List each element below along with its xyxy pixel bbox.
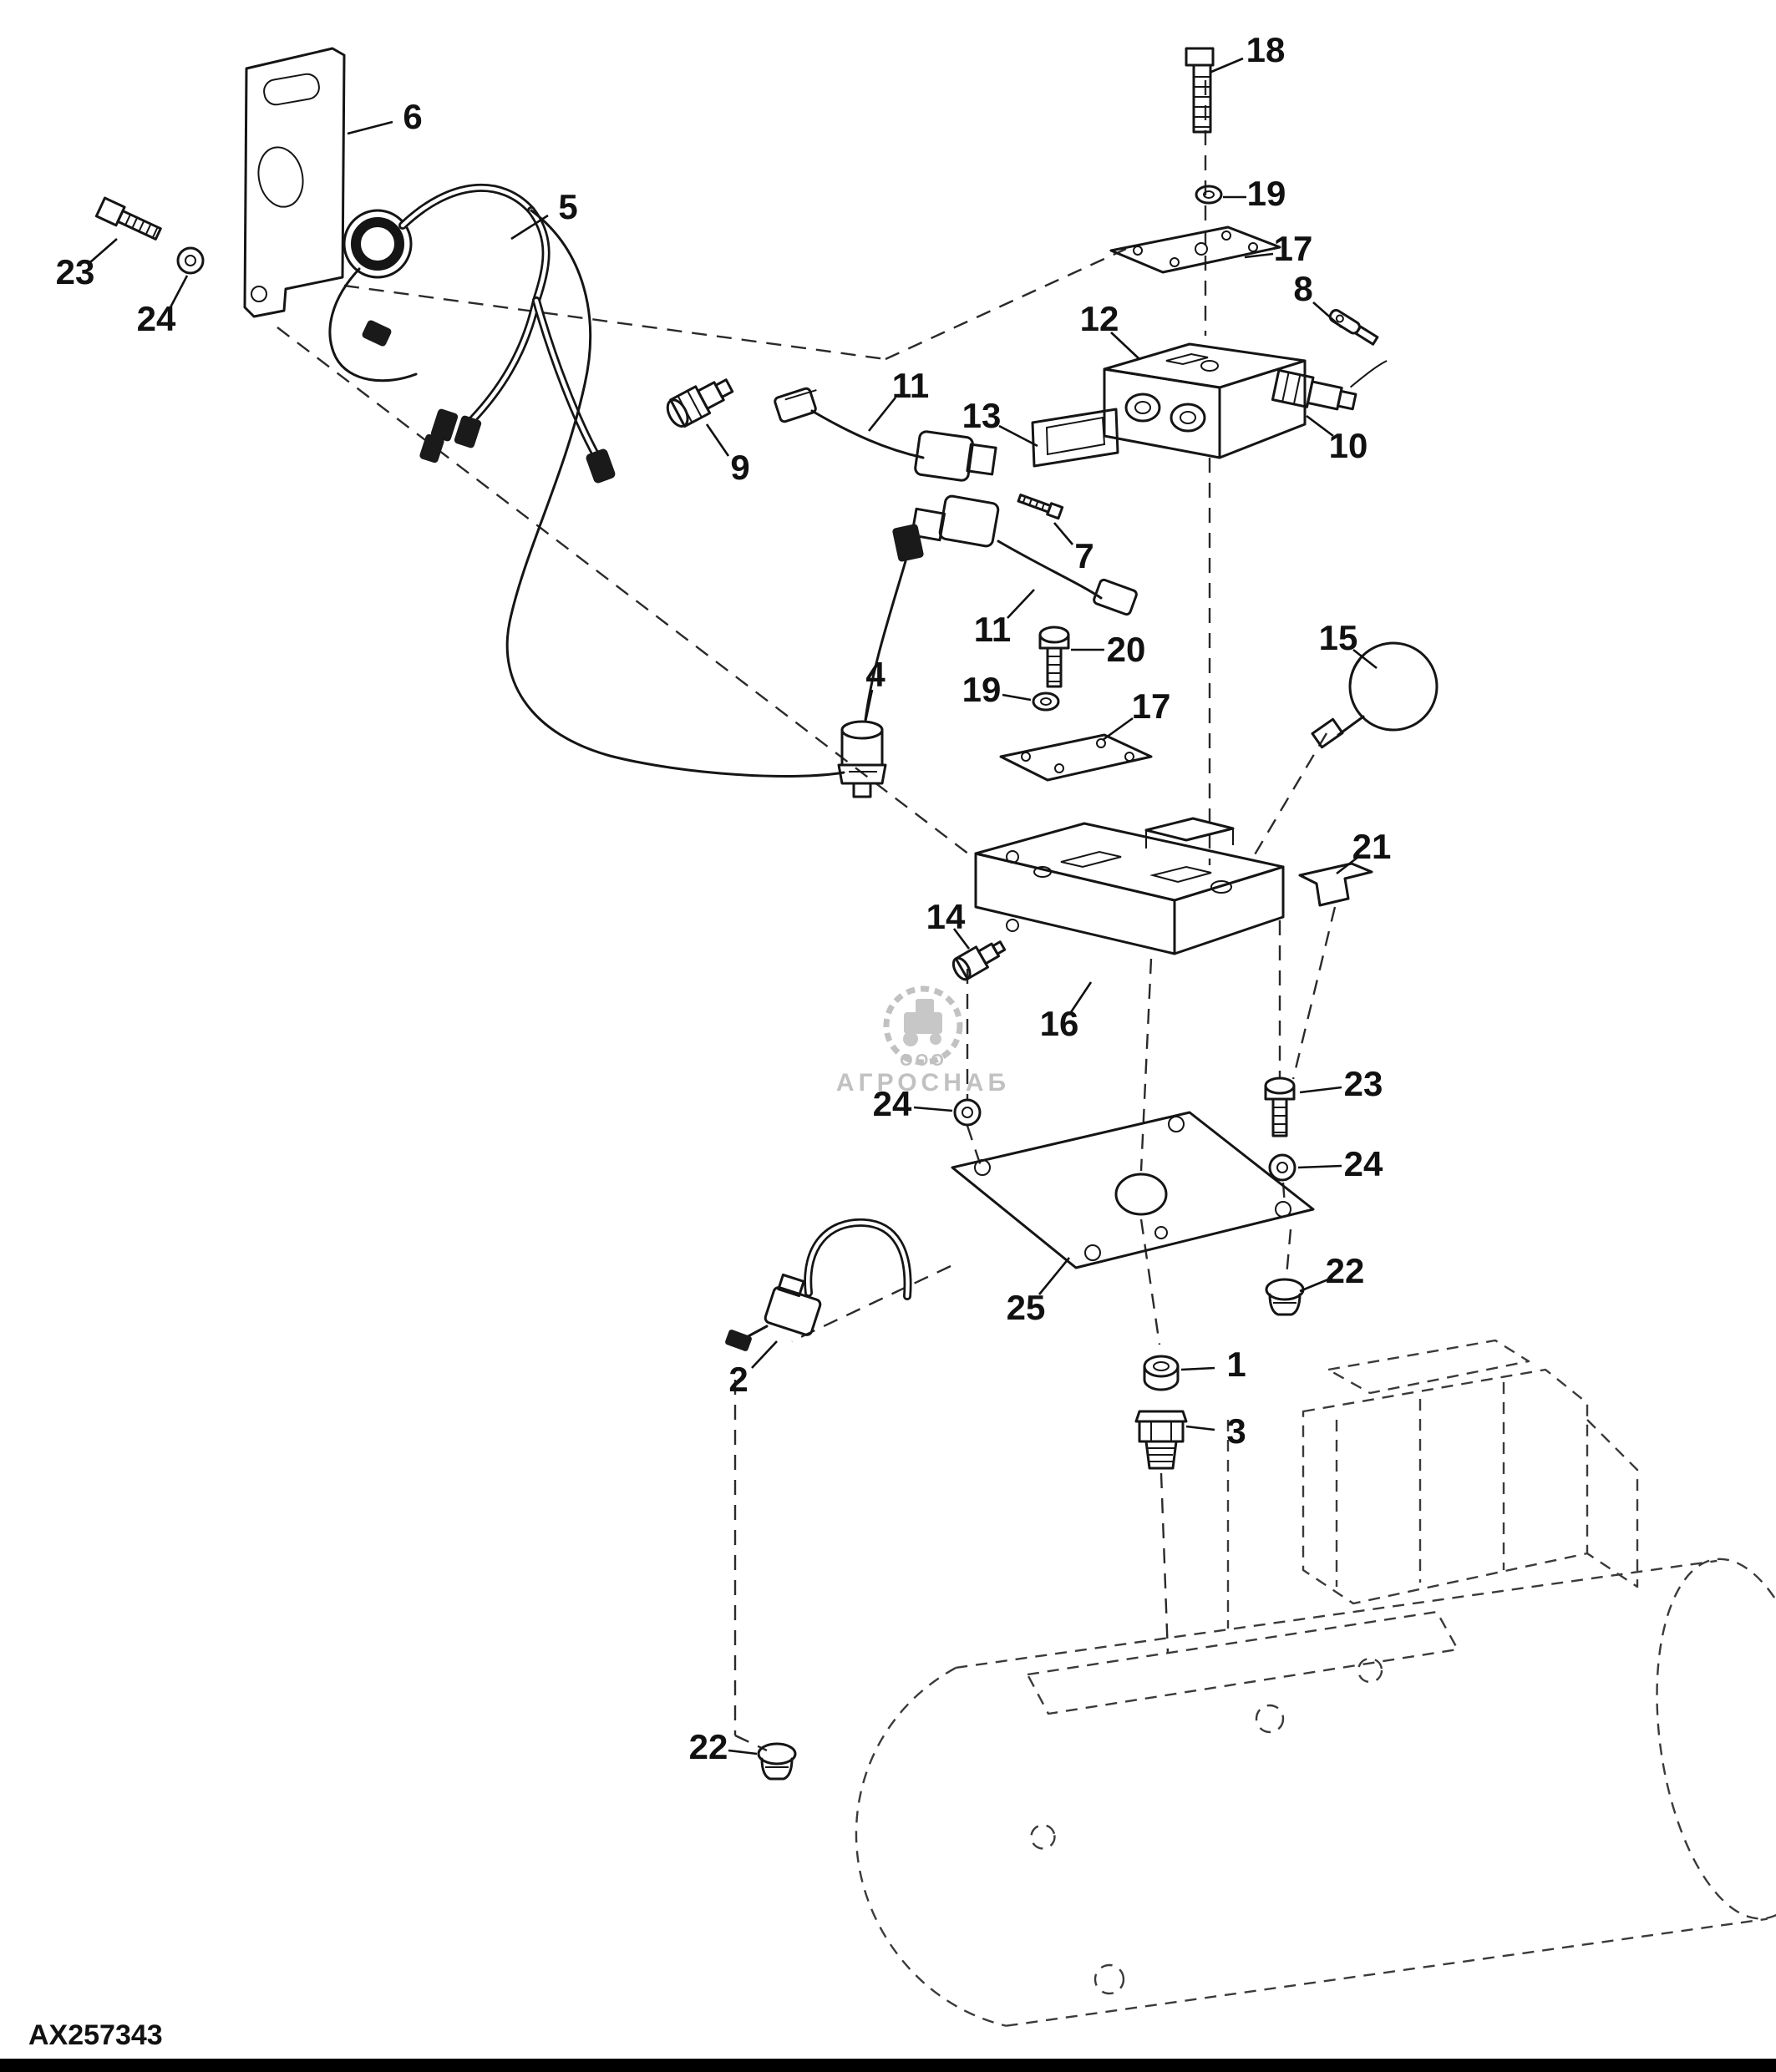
leader-line-16 [1069,981,1093,1013]
leader-line-11 [1007,589,1035,619]
bolt-20 [1038,626,1070,688]
leader-line-17 [1244,252,1274,259]
pressure-sensor-4 [837,720,887,798]
leader-line-23 [1299,1086,1342,1094]
figure-code: AX257343 [28,2019,163,2051]
leader-line-22 [1299,1278,1329,1293]
cover-plate-17-upper [1109,225,1281,274]
leader-line-9 [705,423,730,457]
leader-line-23 [89,238,118,263]
bolt-23-upper [94,196,162,241]
bolt-23-right [1264,1077,1296,1137]
leader-line-14 [952,928,971,950]
leader-line-2 [751,1340,778,1369]
leader-line-15 [1352,648,1378,670]
leader-line-8 [1312,301,1342,328]
washer-19-upper [1195,185,1223,205]
leader-line-3 [1185,1425,1215,1431]
pressure-switch-15 [1311,641,1439,749]
leader-line-10 [1306,414,1334,438]
leader-line-6 [347,120,393,135]
sensor-14 [951,940,1007,981]
washer-24-upper [176,246,205,275]
sensor-cable-4 [864,524,924,722]
watermark: ООО АГРОСНАБ [836,985,1010,1097]
leader-line-5 [510,214,549,241]
wiring-harness-5 [328,183,845,778]
leader-line-19 [1002,693,1032,702]
leader-line-25 [1038,1257,1071,1295]
leader-line-24 [169,275,189,308]
leader-line-4 [864,689,874,722]
leader-line-12 [1110,332,1140,360]
watermark-name: АГРОСНАБ [836,1069,1010,1097]
nut-1 [1143,1355,1180,1391]
washer-24-right [1268,1153,1296,1182]
leader-line-17 [1102,717,1134,742]
leader-line-18 [1210,57,1244,73]
fitting-3 [1134,1410,1188,1470]
base-plate-25 [951,1111,1315,1269]
leader-line-1 [1180,1366,1215,1371]
leader-line-22 [728,1749,758,1755]
manifold-block-16 [974,817,1285,955]
leader-line-7 [1053,522,1073,545]
compressor-tank-reference [855,1339,1776,2027]
solenoid-cable-11-upper [774,387,997,482]
drain-valve-2 [725,1218,912,1351]
leader-line-13 [998,424,1038,448]
leader-line-21 [1336,855,1359,875]
spacer-21 [1298,862,1373,907]
washer-24-mid [953,1098,982,1127]
cover-plate-17-lower [999,733,1153,782]
valve-block-12 [1103,342,1307,459]
screw-7 [1017,494,1064,520]
clamp-13 [1031,408,1119,468]
leader-line-24 [913,1106,953,1112]
mounting-bracket-6 [243,47,346,318]
bolt-18 [1185,47,1215,134]
watermark-prefix: ООО [900,1051,946,1070]
washer-19-lower [1032,692,1060,712]
leader-line-24 [1297,1164,1342,1169]
sensor-9 [666,378,734,428]
plug-22-bottom [757,1742,797,1781]
bottom-bar [0,2059,1776,2072]
solenoid-valve-10 [1271,360,1388,411]
solenoid-cable-11-lower [910,494,1138,616]
leader-line-11 [867,397,897,432]
